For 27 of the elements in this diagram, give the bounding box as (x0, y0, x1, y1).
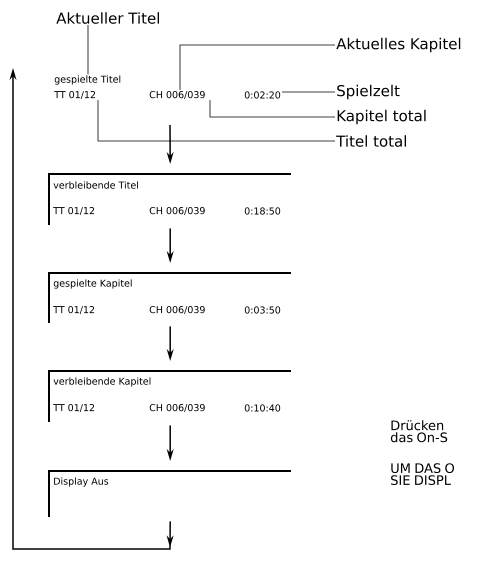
screen-text: 0:18:50 (244, 207, 280, 215)
screen-text: verbleibende Kapitel (53, 377, 150, 387)
screen-text: TT 01/12 (54, 91, 96, 99)
screen-text: CH 006/039 (150, 306, 205, 314)
screen-text: 0:02:20 (244, 91, 280, 99)
screen-text: TT 01/12 (53, 207, 94, 215)
label-text: Aktuelles Kapitel (336, 38, 460, 52)
label-text: Kapitel total (338, 110, 426, 124)
screen-text: CH 006/039 (150, 207, 205, 215)
screen-text: TT 01/12 (53, 404, 94, 412)
note-text: UM DAS O SIE DISPL (391, 463, 454, 486)
screen-text: gespielte Kapitel (54, 279, 132, 289)
screen-text: gespielte Titel (54, 75, 120, 85)
leader-line (210, 100, 336, 118)
screen-text: CH 006/039 (150, 91, 205, 99)
screen-text: 0:10:40 (244, 404, 280, 412)
label-text: Titel total (336, 135, 406, 147)
screen-text: CH 006/039 (150, 404, 205, 412)
label-text: Spielzelt (337, 84, 400, 100)
note-text: Drücken das On-S (390, 420, 448, 442)
screen-text: verbleibende Titel (53, 181, 138, 189)
screen-text: 0:03:50 (244, 306, 280, 314)
screen-text: TT 01/12 (53, 306, 94, 314)
leader-line (98, 100, 336, 142)
leader-line (180, 44, 336, 90)
screen-text: Display Aus (54, 477, 108, 487)
label-text: Aktueller Titel (56, 12, 159, 24)
